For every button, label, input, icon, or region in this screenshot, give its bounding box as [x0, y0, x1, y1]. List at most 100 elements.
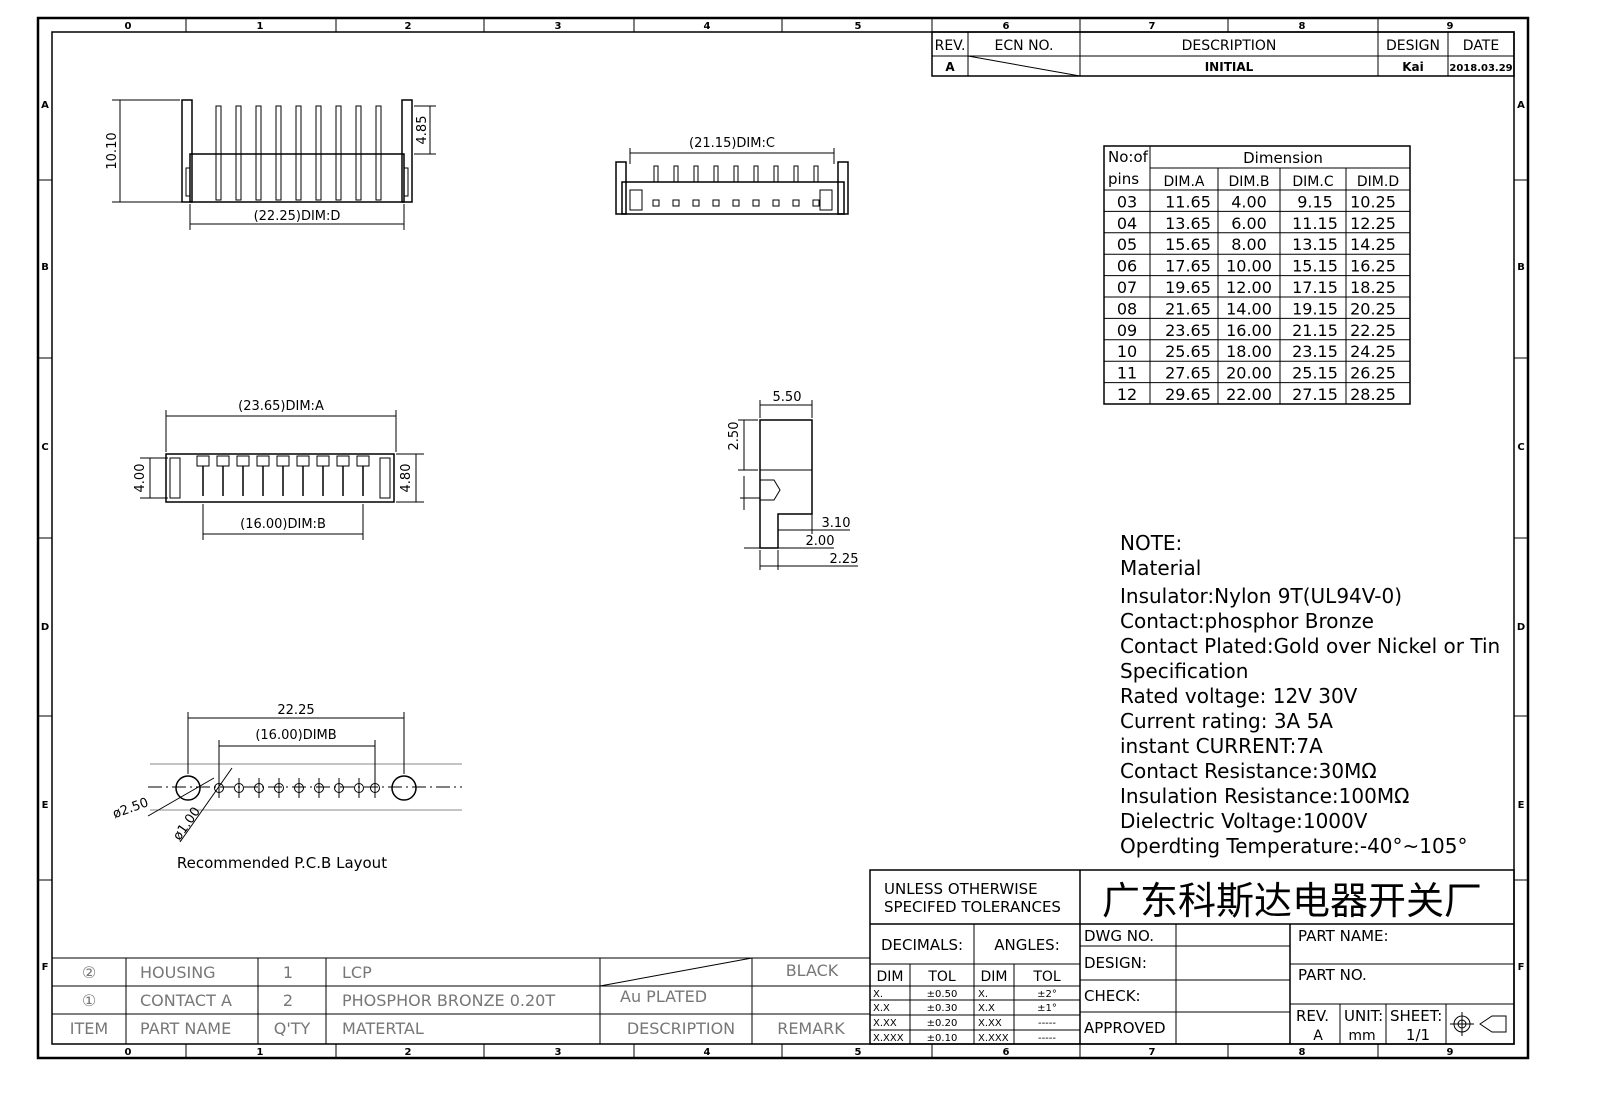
zone-col-2: 2 [405, 21, 412, 32]
dimension-table-cell-r6-c0: 09 [1117, 321, 1137, 340]
dimension-table-cell-r1-c0: 04 [1117, 214, 1137, 233]
zone-col-0-bottom: 0 [125, 1047, 132, 1058]
dimension-table-cell-r7-c0: 10 [1117, 342, 1137, 361]
dimension-table-cell-r9-c4: 28.25 [1350, 385, 1396, 404]
note-line-2: Insulator:Nylon 9T(UL94V-0) [1120, 584, 1402, 608]
dimension-table-cell-r3-c0: 06 [1117, 257, 1137, 276]
note-line-1: Material [1120, 556, 1201, 580]
dimension-table-cell-r0-c3: 9.15 [1297, 192, 1333, 211]
zone-col-6-bottom: 6 [1003, 1047, 1010, 1058]
dimension-table-cell-r7-c3: 23.15 [1292, 342, 1338, 361]
dimension-table-cell-r1-c4: 12.25 [1350, 214, 1396, 233]
decimal-row-4-tol: ±0.10 [927, 1033, 958, 1044]
dimension-table-cell-r0-c1: 11.65 [1165, 192, 1211, 211]
design-label: DESIGN: [1084, 954, 1147, 972]
bom-header-qty: Q'TY [274, 1019, 311, 1038]
zone-row-d-right: D [1517, 622, 1525, 633]
bottom-view: (23.65)DIM:A (16.00)DIM:B 4.00 4.80 [133, 399, 424, 540]
table-col-dim-b: DIM.B [1228, 174, 1269, 190]
note-line-6: Rated voltage: 12V 30V [1120, 684, 1358, 708]
dimension-table-cell-r2-c3: 13.15 [1292, 235, 1338, 254]
unit-label: UNIT: [1344, 1007, 1383, 1025]
table-header-dimension: Dimension [1243, 149, 1323, 167]
bom-row-2-name: CONTACT A [140, 991, 232, 1010]
angles-label: ANGLES: [994, 936, 1060, 954]
dimension-table-cell-r6-c3: 21.15 [1292, 321, 1338, 340]
side-view: 5.50 2.50 3.10 2.00 2.25 [727, 390, 858, 570]
bottom-right-height-dim: 4.80 [399, 464, 414, 493]
zone-col-4: 4 [704, 21, 711, 32]
bom-row-1-material: LCP [342, 963, 372, 982]
decimal-dim-header: DIM [877, 969, 904, 985]
bom-row-1-item: ② [82, 963, 96, 982]
front-pin-height-dim: 4.85 [415, 116, 430, 145]
rev-value: A [945, 60, 955, 74]
front-height-dim: 10.10 [105, 132, 120, 169]
decimal-row-3-tol: ±0.20 [927, 1018, 958, 1029]
approved-label: APPROVED [1084, 1019, 1166, 1037]
top-view: (21.15)DIM:C [615, 136, 849, 215]
dwg-no-label: DWG NO. [1084, 927, 1154, 945]
rev-header-ecn: ECN NO. [995, 38, 1054, 54]
rev-value-block: A [1313, 1028, 1323, 1044]
dimension-table-cell-r2-c0: 05 [1117, 235, 1137, 254]
dimension-table-cell-r7-c1: 25.65 [1165, 342, 1211, 361]
angle-row-1-tol: ±2° [1037, 989, 1057, 1000]
dimension-table-cell-r3-c3: 15.15 [1292, 257, 1338, 276]
zone-col-8-bottom: 8 [1299, 1047, 1306, 1058]
angle-row-3-dim: X.XX [978, 1018, 1002, 1029]
zone-row-b: B [41, 262, 49, 273]
dimension-table-cell-r9-c2: 22.00 [1226, 385, 1272, 404]
note-line-7: Current rating: 3A 5A [1120, 709, 1333, 733]
dimension-table-cell-r4-c2: 12.00 [1226, 278, 1272, 297]
dimension-table-cell-r6-c2: 16.00 [1226, 321, 1272, 340]
zone-row-c: C [41, 442, 48, 453]
front-view: 10.10 4.85 (22.25)DIM:D [105, 99, 436, 230]
dimension-table-cell-r8-c4: 26.25 [1350, 364, 1396, 383]
sheet-label: SHEET: [1390, 1007, 1442, 1025]
dimension-table-cell-r8-c3: 25.15 [1292, 364, 1338, 383]
zone-row-e-right: E [1518, 800, 1525, 811]
zone-col-5: 5 [855, 21, 862, 32]
dimension-table-cell-r8-c2: 20.00 [1226, 364, 1272, 383]
bom-row-1-name: HOUSING [140, 963, 216, 982]
bottom-left-height-dim: 4.00 [133, 464, 148, 493]
dimension-table-cell-r5-c3: 19.15 [1292, 299, 1338, 318]
angle-row-3-tol: ----- [1038, 1018, 1056, 1029]
decimal-row-2-tol: ±0.30 [927, 1003, 958, 1014]
dimension-table-cell-r5-c4: 20.25 [1350, 299, 1396, 318]
zone-col-7-bottom: 7 [1149, 1047, 1156, 1058]
zone-col-4-bottom: 4 [704, 1047, 711, 1058]
bom-header-remark: REMARK [777, 1019, 845, 1038]
note-line-5: Specification [1120, 659, 1248, 683]
zone-col-3: 3 [555, 21, 562, 32]
side-dim-310: 3.10 [822, 516, 851, 531]
front-width-dim: (22.25)DIM:D [254, 209, 341, 224]
angle-row-2-dim: X.X [978, 1003, 995, 1014]
note-line-3: Contact:phosphor Bronze [1120, 609, 1374, 633]
dimension-table-cell-r8-c0: 11 [1117, 364, 1137, 383]
dimension-table-cell-r7-c2: 18.00 [1226, 342, 1272, 361]
zone-col-0: 0 [125, 21, 132, 32]
tolerance-title-line1: UNLESS OTHERWISE [884, 880, 1038, 898]
side-top-dim: 5.50 [773, 390, 802, 405]
zone-row-f-right: F [1518, 962, 1525, 973]
dimension-table-cell-r2-c2: 8.00 [1231, 235, 1267, 254]
bom-row-2-description: Au PLATED [620, 987, 707, 1006]
zone-col-1: 1 [257, 21, 264, 32]
bom-row-2-qty: 2 [283, 991, 293, 1010]
table-col-dim-c: DIM.C [1292, 174, 1333, 190]
revision-block: REV. ECN NO. DESCRIPTION DESIGN DATE A I… [931, 31, 1515, 77]
rev-header-date: DATE [1463, 38, 1499, 54]
table-col-dim-d: DIM.D [1357, 174, 1399, 190]
dimension-table-cell-r7-c4: 24.25 [1350, 342, 1396, 361]
angle-row-4-tol: ----- [1038, 1033, 1056, 1044]
dimension-table-cell-r5-c2: 14.00 [1226, 299, 1272, 318]
pcb-caption: Recommended P.C.B Layout [177, 854, 387, 872]
table-col-dim-a: DIM.A [1163, 174, 1204, 190]
angle-dim-header: DIM [981, 969, 1008, 985]
note-line-8: instant CURRENT:7A [1120, 734, 1323, 758]
side-left-dim: 2.50 [727, 422, 742, 451]
rev-description: INITIAL [1205, 60, 1254, 74]
angle-row-4-dim: X.XXX [978, 1033, 1009, 1044]
